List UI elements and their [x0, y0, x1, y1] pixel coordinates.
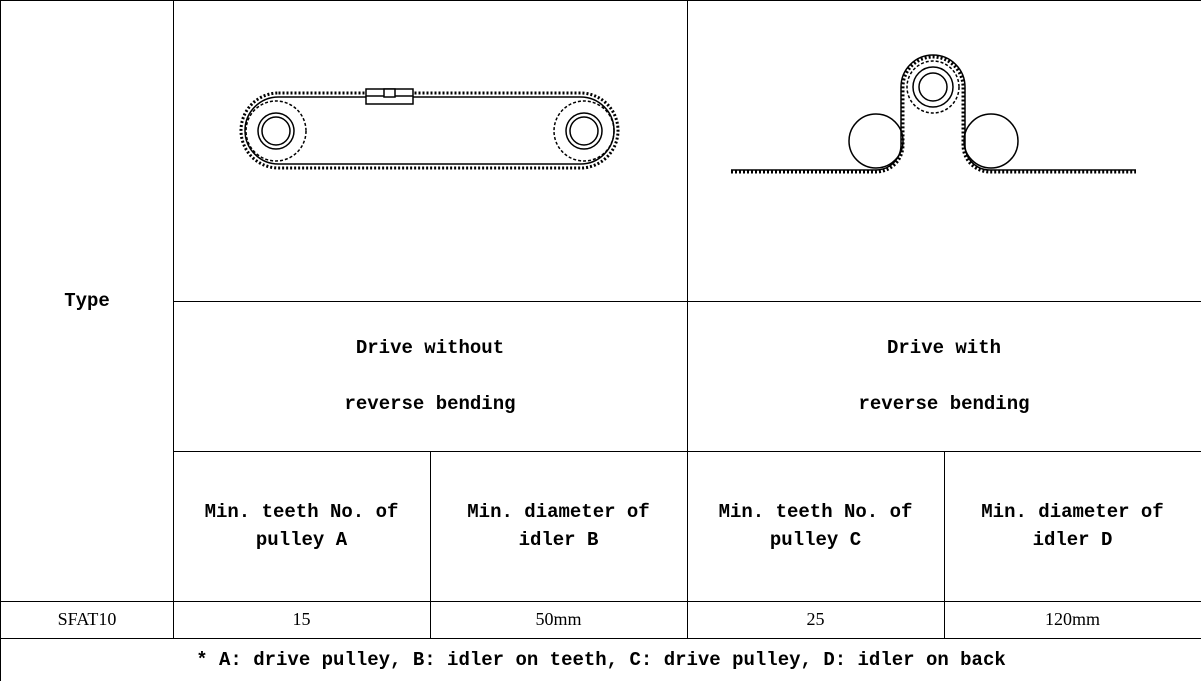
col-d-line1: Min. diameter of	[981, 501, 1164, 523]
col-header-b: Min. diameter of idler B	[430, 451, 688, 602]
col-c-line2: pulley C	[769, 529, 862, 551]
drive-without-line2: reverse bending	[344, 393, 516, 415]
belt-diagrams	[239, 54, 1136, 174]
footnote: * A: drive pulley, B: idler on teeth, C:…	[1, 638, 1201, 681]
col-a-line2: pulley A	[255, 529, 348, 551]
col-b-line1: Min. diameter of	[467, 501, 650, 523]
row-b: 50mm	[430, 601, 688, 639]
drive-with-header: Drive with reverse bending	[687, 301, 1201, 452]
col-a-line1: Min. teeth No. of	[204, 501, 399, 523]
row-type: SFAT10	[1, 601, 174, 639]
col-header-c: Min. teeth No. of pulley C	[687, 451, 945, 602]
drive-without-line1: Drive without	[355, 337, 505, 359]
col-header-d: Min. diameter of idler D	[944, 451, 1201, 602]
col-d-line2: idler D	[1032, 529, 1113, 551]
col-header-a: Min. teeth No. of pulley A	[173, 451, 431, 602]
belt-drive-diagram	[239, 88, 620, 170]
row-c: 25	[687, 601, 945, 639]
row-a: 15	[173, 601, 431, 639]
col-b-line2: idler B	[518, 529, 599, 551]
drive-without-header: Drive without reverse bending	[173, 301, 688, 452]
col-c-line1: Min. teeth No. of	[718, 501, 913, 523]
row-d: 120mm	[944, 601, 1201, 639]
drive-with-line2: reverse bending	[858, 393, 1030, 415]
drive-with-line1: Drive with	[886, 337, 1002, 359]
diagram-without-reverse	[173, 1, 688, 302]
type-label: Type	[64, 290, 110, 312]
diagram-with-reverse	[687, 1, 1201, 302]
reverse-bending-diagram	[731, 54, 1136, 174]
